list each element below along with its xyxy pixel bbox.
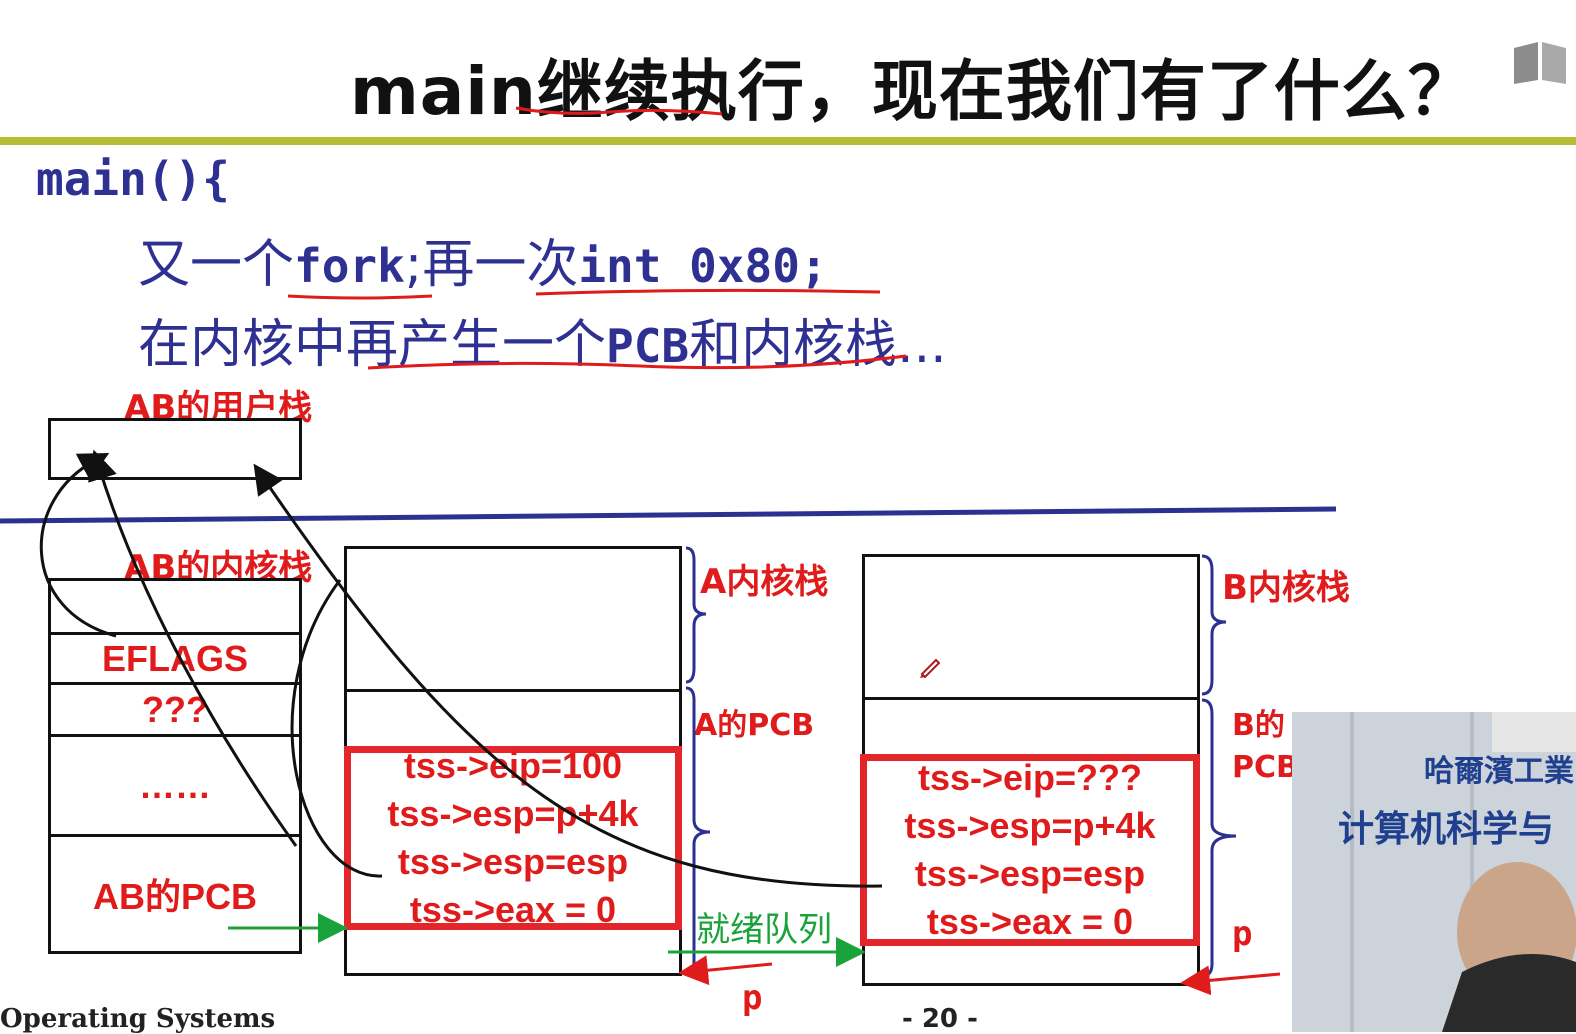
title-rule — [0, 137, 1576, 145]
arrow-p-b — [1180, 965, 1281, 996]
user-kernel-divider — [0, 506, 1337, 524]
ab-kernel-stack: EFLAGS ??? …… AB的PCB — [48, 578, 302, 954]
code-fork: fork — [294, 239, 405, 293]
ready-queue-label: 就绪队列 — [696, 910, 832, 950]
divider — [347, 689, 679, 692]
footer-course: Operating Systems — [0, 1004, 276, 1034]
arrow-a-esp-loop — [290, 579, 383, 878]
stack-cell-ab-pcb: AB的PCB — [92, 876, 257, 917]
a-tss-box: tss->eip=100 tss->esp=p+4k tss->esp=esp … — [344, 745, 682, 930]
pen-cursor-icon — [920, 658, 941, 678]
book-icon — [1514, 42, 1566, 84]
code-text: 又一个 — [138, 235, 295, 295]
code-line-main: main(){ — [36, 152, 230, 206]
a-kernel-stack-label: A内核栈 — [700, 562, 829, 602]
arrow-p-a — [678, 955, 773, 986]
code-line-fork: 又一个fork;再一次int 0x80; — [138, 222, 828, 297]
page-number: - 20 - — [902, 1004, 978, 1034]
webcam-overlay: 哈爾濱工業 计算机科学与 — [1292, 712, 1576, 1032]
underline-int — [535, 288, 881, 296]
b-pcb-label-2: PCB — [1232, 750, 1299, 785]
stack-cell — [51, 581, 299, 635]
b-tss-esp: tss->esp=p+4k — [904, 805, 1156, 846]
underline-fork — [287, 294, 433, 300]
webcam-banner-line1: 哈爾濱工業 — [1424, 754, 1574, 789]
webcam-scene — [1292, 712, 1576, 1032]
brace-a-stack — [685, 546, 707, 684]
a-pcb-label: A的PCB — [694, 708, 815, 743]
b-tss-eip: tss->eip=??? — [917, 757, 1143, 798]
code-int: int 0x80; — [578, 239, 828, 293]
divider — [865, 697, 1197, 700]
brace-b-stack — [1201, 554, 1227, 696]
stack-cell-eflags: EFLAGS — [51, 635, 299, 685]
brace-b-pcb — [1201, 698, 1237, 978]
b-pcb-label-1: B的 — [1232, 708, 1285, 743]
p-label-a: p — [742, 978, 763, 1018]
b-tss-box: tss->eip=??? tss->esp=p+4k tss->esp=esp … — [860, 754, 1200, 946]
arrow-ab-to-userstack — [88, 449, 298, 847]
arrow-b-to-userstack — [253, 463, 883, 888]
b-tss-esp2: tss->esp=esp — [914, 853, 1146, 894]
code-text: 在内核中再产生一个 — [138, 315, 607, 375]
underline-pcb — [367, 354, 907, 370]
p-label-b: p — [1232, 914, 1253, 954]
slide-title: main继续执行，现在我们有了什么？ — [350, 53, 1475, 130]
brace-a-pcb — [685, 686, 711, 976]
b-tss-eax: tss->eax = 0 — [926, 901, 1134, 942]
underline-title — [515, 106, 723, 116]
stack-cell-ellipsis: …… — [51, 737, 299, 837]
a-tss-eip: tss->eip=100 — [403, 745, 623, 786]
code-text: ;再一次 — [404, 235, 579, 295]
webcam-banner-line2: 计算机科学与 — [1338, 809, 1555, 850]
a-tss-eax: tss->eax = 0 — [409, 889, 617, 930]
arrow-eflags-to-userstack — [39, 452, 117, 638]
stack-cell-unknown: ??? — [51, 685, 299, 737]
b-kernel-stack-label: B内核栈 — [1222, 568, 1350, 608]
b-kernel-stack-pcb — [862, 554, 1200, 986]
a-tss-esp2: tss->esp=esp — [397, 841, 629, 882]
a-kernel-stack-pcb — [344, 546, 682, 976]
